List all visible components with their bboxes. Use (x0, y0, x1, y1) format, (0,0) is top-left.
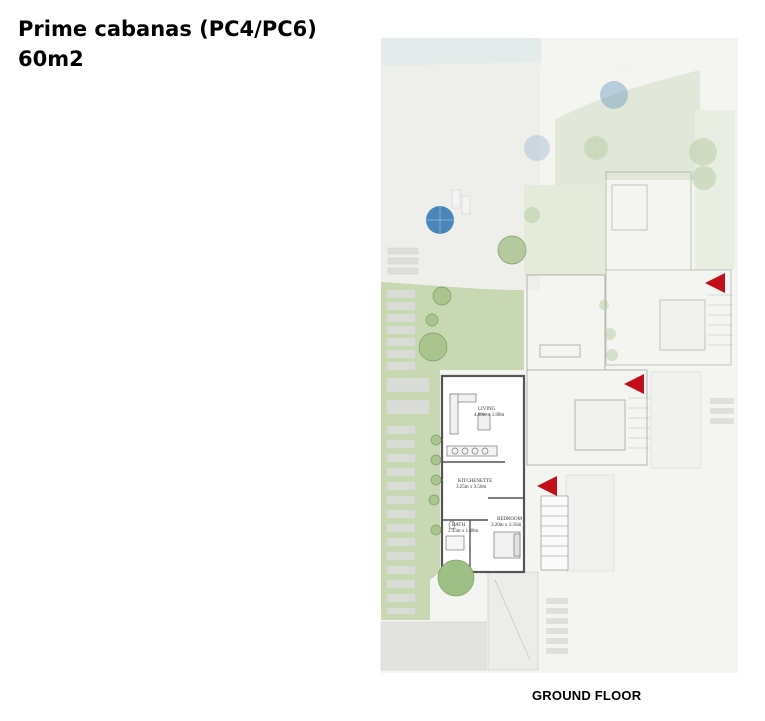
entry-marker-icon-2 (624, 374, 644, 394)
room-label-bedroom: BEDROOM (497, 517, 523, 522)
upper-lawn (555, 70, 700, 205)
adjacent-unit-3 (605, 171, 732, 366)
bed (493, 531, 521, 559)
room-dims-bedroom: 3.20m x 3.35m (491, 523, 521, 528)
room-dims-bath: 2.45m x 1.40m (448, 529, 478, 534)
adjacent-stairs (628, 294, 733, 449)
unit-area: 60m2 (18, 47, 84, 71)
adjacent-unit-2 (526, 274, 648, 466)
interior-walls (442, 461, 524, 572)
page-title: Prime cabanas (PC4/PC6) 60m2 (18, 14, 317, 74)
bath-fixtures (445, 520, 465, 551)
driveway-3 (650, 371, 702, 469)
garden-lawn (381, 282, 524, 620)
room-dims-kitchenette: 3.25m x 3.50m (456, 485, 486, 490)
beach-umbrella-icon (426, 189, 471, 234)
room-label-bath: BATH (452, 523, 465, 528)
paver-path (387, 290, 429, 614)
rear-lawn (524, 185, 606, 275)
unit-name: Prime cabanas (PC4/PC6) (18, 17, 317, 41)
driveway-2 (565, 474, 615, 572)
entry-marker-icon (537, 476, 557, 496)
entrance-stair (540, 495, 569, 571)
adjacent-pavers (546, 398, 734, 654)
sea-band (381, 38, 541, 66)
tree-icon-faded (524, 136, 717, 361)
floor-caption: GROUND FLOOR (532, 688, 642, 703)
room-label-living: LIVING (478, 407, 496, 412)
tree-icon (418, 235, 527, 597)
entry-marker-icon-3 (705, 273, 725, 293)
living-sofa (449, 393, 491, 435)
rear-lawn-2 (695, 110, 735, 270)
beach-sand (381, 62, 540, 290)
parking-area (380, 621, 487, 671)
kitchen-counter (446, 445, 498, 457)
driveway-line (494, 579, 531, 661)
beach-umbrella-icon-faded (524, 58, 630, 161)
room-label-kitchenette: KITCHENETTE (458, 479, 492, 484)
room-dims-living: 4.00m x 3.90m (474, 413, 504, 418)
beach-steps (387, 247, 419, 275)
